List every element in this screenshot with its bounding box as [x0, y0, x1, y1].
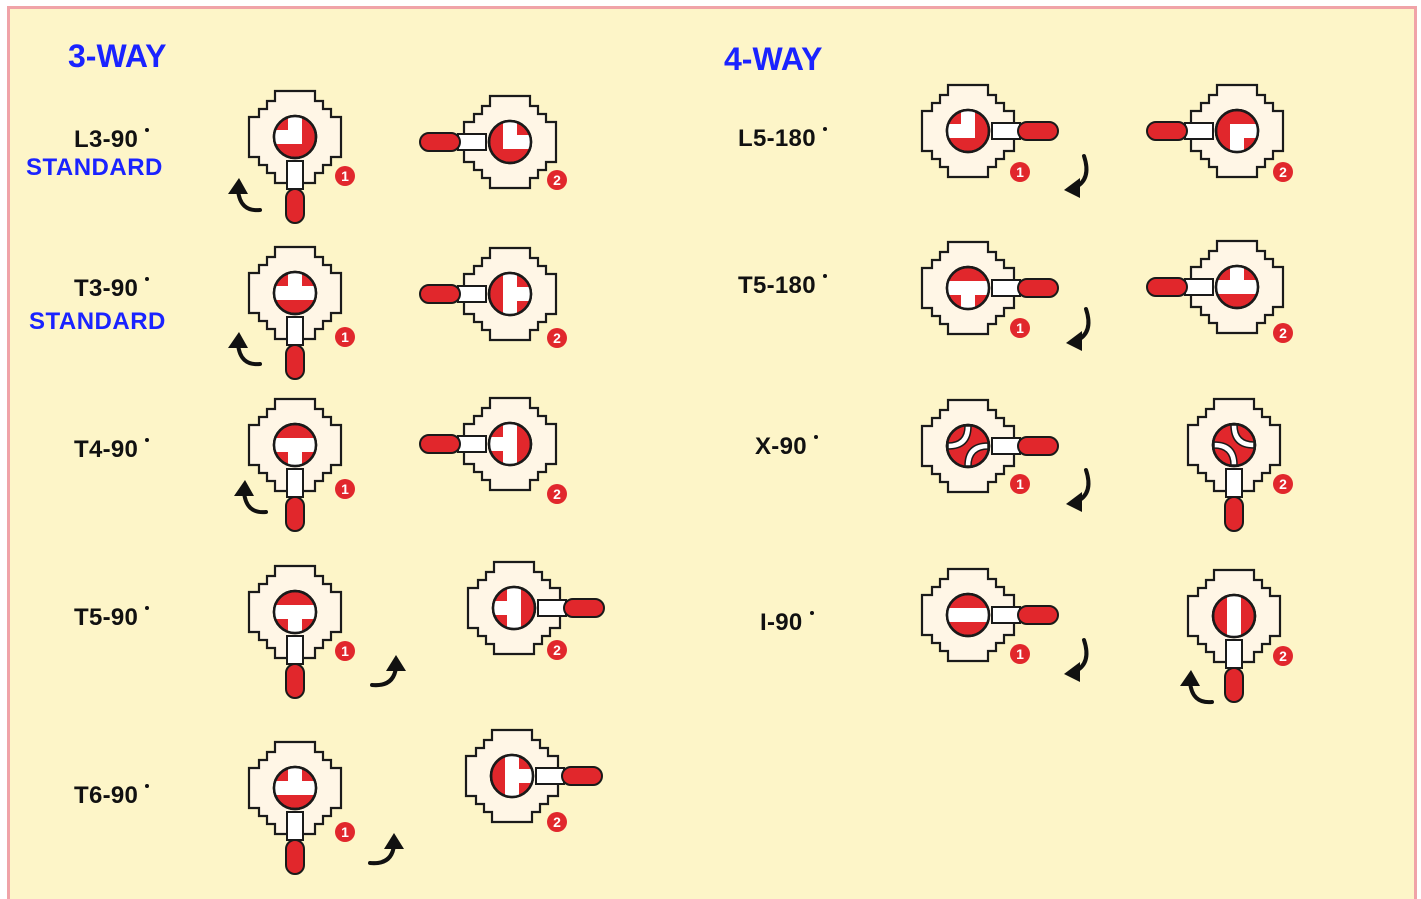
rotation-arrow-icon: [370, 655, 406, 688]
position-marker-1: 1: [1010, 474, 1030, 494]
valve-i-90-position-1: [920, 567, 1059, 663]
position-marker-1: 1: [335, 327, 355, 347]
valve-handle: [285, 160, 305, 224]
valve-t5-90-position-2: [466, 560, 605, 656]
rotation-arrow-icon: [228, 332, 262, 367]
valve-handle: [285, 468, 305, 532]
valve-handle: [991, 605, 1059, 625]
svg-text:2: 2: [553, 486, 561, 502]
valve-label-t6-90: T6-90: [74, 782, 150, 810]
position-marker-2: 2: [1273, 474, 1293, 494]
rotation-arrow-icon: [368, 833, 404, 866]
valve-handle: [535, 766, 603, 786]
position-marker-1: 1: [335, 822, 355, 842]
position-marker-1: 1: [335, 641, 355, 661]
valve-t3-90-position-2: [419, 246, 558, 342]
valve-label-t3-90: T3-90: [74, 275, 150, 303]
valve-t5-180-position-2: [1146, 239, 1285, 335]
diagram-panel: [7, 6, 1417, 899]
valve-t4-90-position-1: [247, 397, 343, 532]
valve-handle: [1224, 468, 1244, 532]
valve-t6-90-position-2: [464, 728, 603, 824]
valve-l3-90-position-1: [247, 89, 343, 224]
position-marker-2: 2: [547, 812, 567, 832]
position-marker-2: 2: [1273, 646, 1293, 666]
position-marker-2: 2: [547, 484, 567, 504]
svg-text:2: 2: [553, 642, 561, 658]
valve-label-t5-90: T5-90: [74, 604, 150, 632]
rotation-arrow-icon: [234, 480, 268, 515]
valve-handle: [991, 278, 1059, 298]
valve-handle: [419, 434, 487, 454]
valve-handle: [537, 598, 605, 618]
heading-4-way: 4-WAY: [724, 41, 823, 77]
position-marker-1: 1: [1010, 318, 1030, 338]
rotation-arrow-icon: [1064, 154, 1089, 198]
svg-text:1: 1: [341, 643, 349, 659]
valve-t6-90-position-1: [247, 740, 343, 875]
heading-3-way: 3-WAY: [68, 38, 167, 74]
valve-handle: [285, 811, 305, 875]
position-marker-2: 2: [547, 170, 567, 190]
valve-t4-90-position-2: [419, 396, 558, 492]
valve-x-90-position-2: [1186, 397, 1282, 532]
valve-label-x-90: X-90: [755, 433, 818, 461]
position-marker-1: 1: [335, 479, 355, 499]
svg-text:1: 1: [341, 329, 349, 345]
position-marker-2: 2: [547, 328, 567, 348]
valve-t5-180-position-1: [920, 240, 1059, 336]
svg-text:1: 1: [341, 168, 349, 184]
valve-handle: [991, 436, 1059, 456]
valve-label-t4-90: T4-90: [74, 436, 150, 464]
valve-l5-180-position-2: [1146, 83, 1285, 179]
svg-text:1: 1: [1016, 476, 1024, 492]
rotation-arrow-icon: [1066, 468, 1091, 512]
position-marker-1: 1: [335, 166, 355, 186]
svg-text:2: 2: [1279, 648, 1287, 664]
position-marker-2: 2: [1273, 323, 1293, 343]
rotation-arrow-icon: [1064, 638, 1089, 682]
svg-text:1: 1: [341, 824, 349, 840]
svg-text:2: 2: [553, 172, 561, 188]
valve-handle: [1146, 277, 1214, 297]
valve-label-l3-90: L3-90: [74, 126, 150, 154]
position-marker-2: 2: [547, 640, 567, 660]
position-marker-1: 1: [1010, 644, 1030, 664]
valve-handle: [1146, 121, 1214, 141]
svg-text:1: 1: [1016, 164, 1024, 180]
valve-handle: [991, 121, 1059, 141]
valve-l5-180-position-1: [920, 83, 1059, 179]
svg-text:1: 1: [341, 481, 349, 497]
rotation-arrow-icon: [1180, 670, 1214, 705]
rotation-arrow-icon: [228, 178, 262, 213]
standard-note-l3-90: STANDARD: [26, 154, 163, 181]
svg-text:2: 2: [1279, 476, 1287, 492]
svg-text:2: 2: [1279, 164, 1287, 180]
valve-label-i-90: I-90: [760, 609, 814, 637]
valve-handle: [419, 132, 487, 152]
valve-t5-90-position-1: [247, 564, 343, 699]
valve-label-l5-180: L5-180: [738, 125, 827, 153]
svg-text:1: 1: [1016, 646, 1024, 662]
valve-x-90-position-1: [920, 398, 1059, 494]
position-marker-2: 2: [1273, 162, 1293, 182]
valve-l3-90-position-2: [419, 94, 558, 190]
standard-note-t3-90: STANDARD: [29, 308, 166, 335]
valve-i-90-position-2: [1186, 568, 1282, 703]
svg-text:2: 2: [553, 330, 561, 346]
rotation-arrow-icon: [1066, 307, 1091, 351]
valve-t3-90-position-1: [247, 245, 343, 380]
position-marker-1: 1: [1010, 162, 1030, 182]
valve-handle: [285, 635, 305, 699]
svg-text:2: 2: [1279, 325, 1287, 341]
svg-text:2: 2: [553, 814, 561, 830]
valve-handle: [419, 284, 487, 304]
valve-label-t5-180: T5-180: [738, 272, 827, 300]
valve-handle: [285, 316, 305, 380]
valve-handle: [1224, 639, 1244, 703]
svg-text:1: 1: [1016, 320, 1024, 336]
